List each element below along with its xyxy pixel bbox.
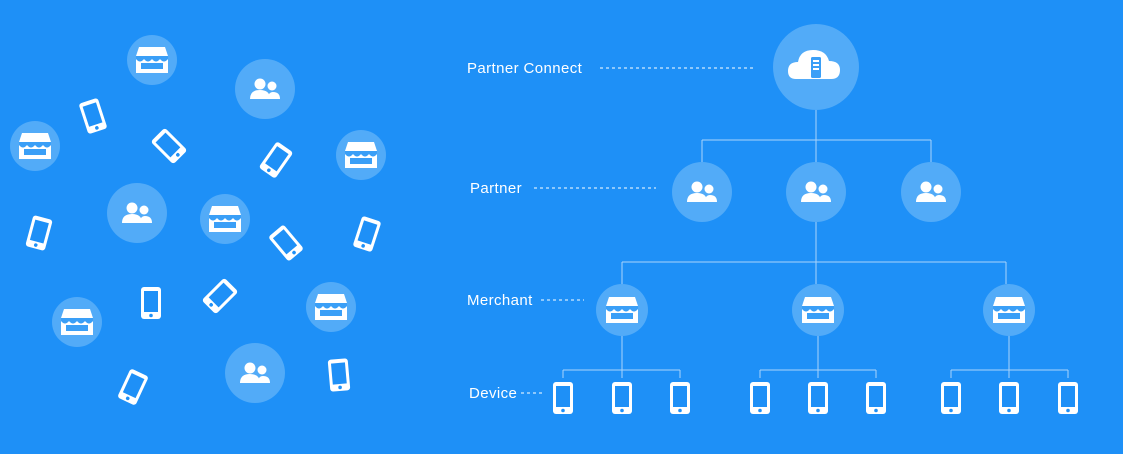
phone-icon	[150, 127, 188, 165]
merchant-node	[983, 284, 1035, 336]
phone-icon	[258, 141, 294, 179]
phone-icon	[941, 382, 961, 414]
level-label-partner-connect: Partner Connect	[467, 60, 583, 77]
phone-icon	[25, 214, 53, 252]
store-icon	[993, 297, 1025, 323]
store-node	[200, 194, 250, 244]
level-label-device: Device	[469, 385, 517, 402]
phone-icon	[78, 97, 108, 135]
phone-icon	[999, 382, 1019, 414]
phone-icon	[141, 287, 161, 319]
phone-icon	[201, 277, 239, 315]
store-node	[127, 35, 177, 85]
hierarchy-lines	[562, 108, 1069, 378]
store-icon	[802, 297, 834, 323]
partner-connect-node	[773, 24, 859, 110]
phone-icon	[808, 382, 828, 414]
phone-icon	[117, 368, 149, 406]
store-icon	[606, 297, 638, 323]
phone-icon	[553, 382, 573, 414]
store-node	[306, 282, 356, 332]
merchant-node	[596, 284, 648, 336]
level-label-merchant: Merchant	[467, 292, 533, 309]
users-node	[235, 59, 295, 119]
merchant-node	[792, 284, 844, 336]
partner-node	[672, 162, 732, 222]
label-leaders	[521, 67, 754, 394]
level-label-partner: Partner	[470, 180, 522, 197]
phone-icon	[750, 382, 770, 414]
phone-icon	[670, 382, 690, 414]
scattered-entities	[10, 35, 386, 406]
store-node	[10, 121, 60, 171]
partner-node	[786, 162, 846, 222]
store-node	[336, 130, 386, 180]
users-node	[107, 183, 167, 243]
users-node	[225, 343, 285, 403]
phone-icon	[327, 358, 351, 392]
phone-icon	[268, 224, 304, 262]
phone-icon	[866, 382, 886, 414]
phone-icon	[352, 215, 382, 253]
store-node	[52, 297, 102, 347]
phone-icon	[612, 382, 632, 414]
device-nodes	[553, 382, 1078, 414]
phone-icon	[1058, 382, 1078, 414]
partner-node	[901, 162, 961, 222]
